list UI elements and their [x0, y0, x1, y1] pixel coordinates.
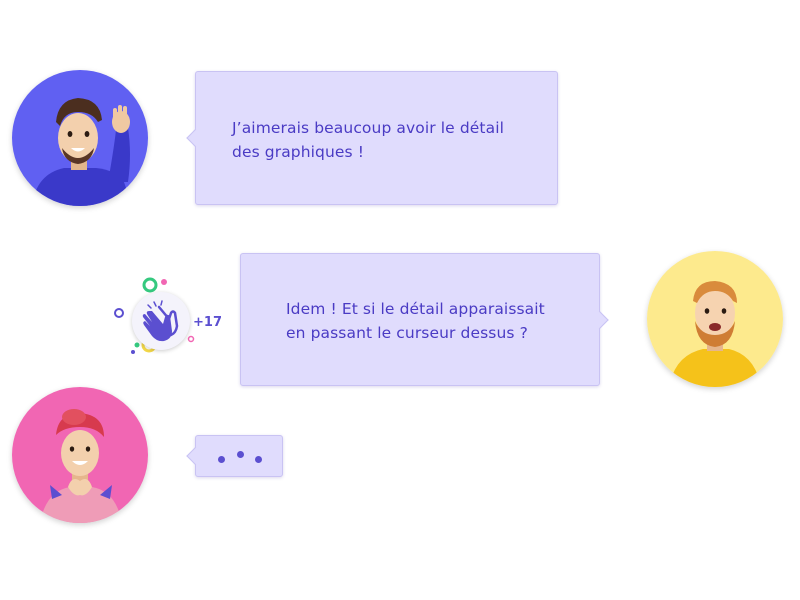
clapping-hands-icon: [142, 300, 179, 342]
avatar-man-purple-illustration: [12, 70, 148, 206]
avatar-woman-pink: [12, 387, 148, 523]
chat-bubble-2: Idem ! Et si le détail apparaissait en p…: [240, 253, 609, 386]
bubble-tail: [186, 128, 205, 148]
message-line: J’aimerais beaucoup avoir le détail: [232, 119, 505, 137]
avatar-man-yellow: [647, 251, 783, 387]
message-text: J’aimerais beaucoup avoir le détail des …: [232, 116, 504, 164]
bubble-tail: [186, 446, 205, 466]
bubble-tail: [590, 310, 609, 329]
chat-bubble-1: J’aimerais beaucoup avoir le détail des …: [186, 71, 558, 205]
avatar-man-yellow-illustration: [647, 251, 783, 387]
clap-count: +17: [193, 315, 222, 330]
clap-button[interactable]: [132, 292, 190, 350]
typing-bubble: [186, 435, 283, 477]
message-text: Idem ! Et si le détail apparaissait en p…: [286, 297, 545, 345]
message-line: en passant le curseur dessus ?: [286, 324, 528, 342]
message-line: des graphiques !: [232, 143, 365, 161]
typing-dot: [255, 456, 262, 463]
avatar-woman-pink-illustration: [12, 387, 148, 523]
clap-reaction[interactable]: +17: [112, 276, 222, 366]
avatar-man-purple: [12, 70, 148, 206]
typing-dot: [218, 456, 225, 463]
message-line: Idem ! Et si le détail apparaissait: [286, 300, 545, 318]
typing-dot: [237, 451, 244, 458]
